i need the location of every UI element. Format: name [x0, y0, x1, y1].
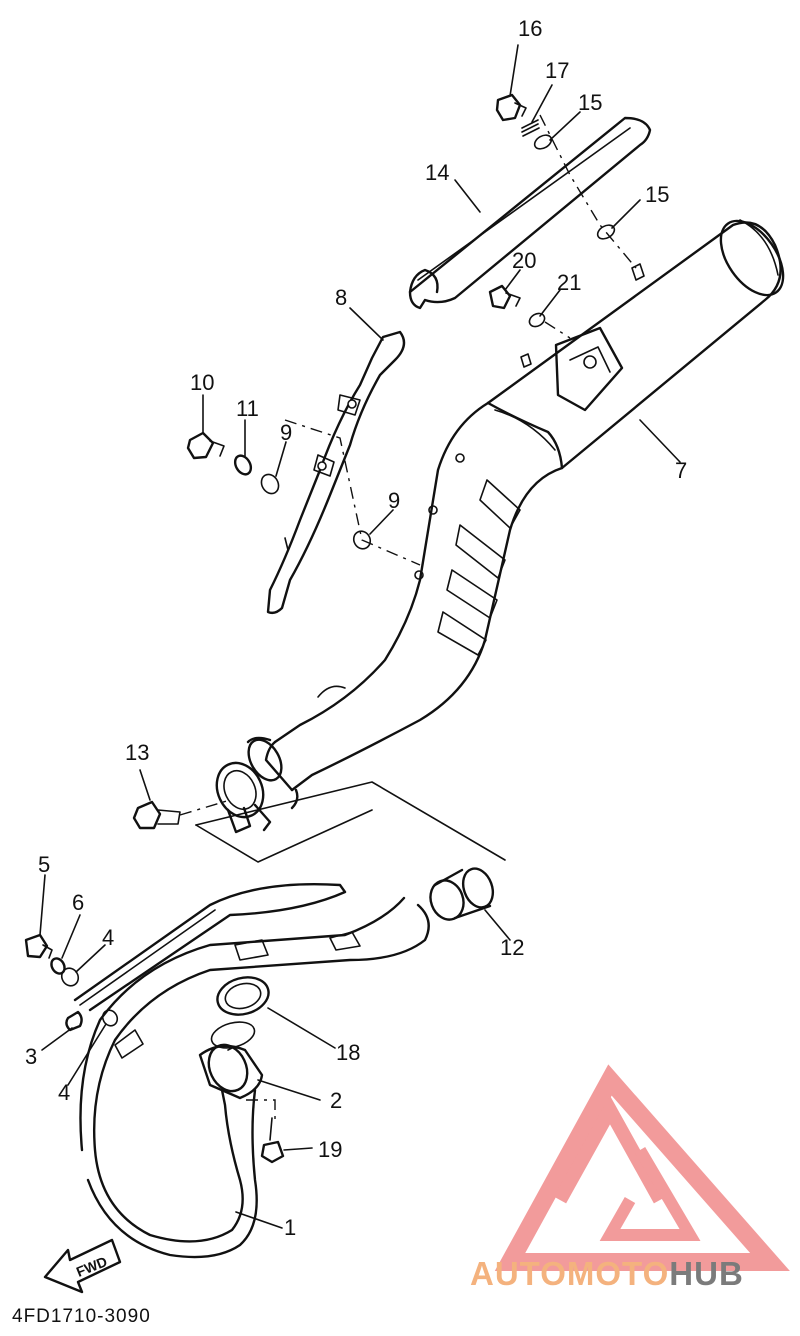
callout-12: 12	[500, 935, 524, 960]
gasket-18	[210, 976, 270, 1049]
callout-9-right: 9	[388, 488, 400, 513]
callout-20: 20	[512, 248, 536, 273]
callout-15-right: 15	[645, 182, 669, 207]
washer-21	[528, 312, 546, 328]
forward-direction-arrow: FWD	[43, 1238, 122, 1294]
bolt-5	[24, 933, 53, 959]
callout-17: 17	[545, 58, 569, 83]
washer-6	[50, 957, 66, 975]
automotohub-logo	[494, 1064, 790, 1271]
drawing-code: 4FD1710-3090	[12, 1306, 151, 1327]
bolt-16	[495, 93, 527, 122]
callout-7: 7	[675, 458, 687, 483]
washer-4-lower	[101, 1009, 119, 1027]
bolt-19	[260, 1117, 285, 1164]
callout-19: 19	[318, 1137, 342, 1162]
callout-16: 16	[518, 16, 542, 41]
washer-15-top	[533, 134, 553, 150]
washer-9-right	[352, 530, 372, 550]
leader-lines	[39, 44, 681, 1229]
spring-washer-17	[521, 119, 540, 137]
watermark-text: AUTOMOTOHUB	[470, 1255, 744, 1292]
callout-4-lower: 4	[58, 1080, 70, 1105]
bolt-20	[488, 284, 521, 310]
heat-shield	[408, 116, 652, 310]
bracket-stay	[266, 330, 406, 615]
assembly-lines	[179, 114, 637, 1120]
callout-1: 1	[284, 1215, 296, 1240]
callout-8: 8	[335, 285, 347, 310]
callout-4-upper: 4	[102, 925, 114, 950]
bar-end-3	[65, 1010, 83, 1032]
callout-10: 10	[190, 370, 214, 395]
gasket-12	[429, 867, 495, 921]
part-callouts: 16 17 15 14 15 20 21 8 7 10 11 9 9 13 12…	[25, 16, 687, 1240]
washer-11	[233, 454, 253, 476]
washer-15-right	[596, 224, 616, 240]
callout-5: 5	[38, 852, 50, 877]
callout-11: 11	[236, 396, 259, 421]
callout-18: 18	[336, 1040, 360, 1065]
callout-14: 14	[425, 160, 449, 185]
callout-15-top: 15	[578, 90, 602, 115]
exhaust-header-pipe	[73, 882, 430, 1259]
callout-3: 3	[25, 1044, 37, 1069]
washer-4-upper	[60, 967, 80, 987]
callout-21: 21	[557, 270, 581, 295]
callout-13: 13	[125, 740, 149, 765]
washer-9-left	[260, 473, 280, 495]
callout-6: 6	[72, 890, 84, 915]
exhaust-pipe-body	[273, 401, 564, 792]
bolt-10	[186, 431, 225, 460]
muffler	[486, 219, 785, 470]
callout-2: 2	[330, 1088, 342, 1113]
callout-9-left: 9	[280, 420, 292, 445]
watermark-automoto: AUTOMOTOHUB	[470, 1255, 744, 1292]
inlet-flange	[215, 736, 299, 834]
bolt-13	[132, 800, 181, 830]
